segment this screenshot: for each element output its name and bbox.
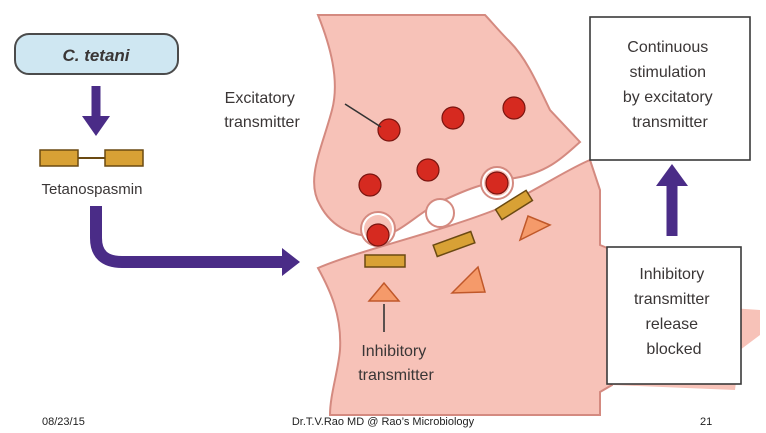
- footer-date: 08/23/15: [42, 416, 85, 428]
- excitatory-vesicles: [358, 96, 526, 247]
- c-tetani-box: [14, 33, 179, 75]
- inhibitory-transmitter-triangles: [367, 215, 552, 302]
- c-tetani-label: C. tetani: [62, 46, 130, 65]
- footer-page-number: 21: [700, 416, 713, 428]
- blocked-box-text: Inhibitory transmitter release blocked: [634, 266, 714, 358]
- tetanospasmin-label: Tetanospasmin: [42, 181, 143, 198]
- toxin-path-arrowhead: [282, 248, 300, 276]
- inhibitory-transmitter-label: Inhibitory transmitter: [358, 343, 434, 384]
- blocked-box: [606, 246, 742, 385]
- up-arrow-head: [656, 164, 688, 186]
- excitatory-pointer: [344, 103, 382, 128]
- excitatory-transmitter-label: Excitatory transmitter: [224, 90, 300, 131]
- down-arrow-head: [82, 116, 110, 136]
- membrane-pocket: [425, 198, 455, 228]
- toxin-symbol: [39, 149, 144, 167]
- result-box-text: Continuous stimulation by excitatory tra…: [623, 39, 717, 131]
- postsynaptic-receptors: [364, 189, 534, 268]
- result-box: [589, 16, 751, 161]
- toxin-path-arrow: [90, 206, 282, 268]
- footer-credit: Dr.T.V.Rao MD @ Rao’s Microbiology: [291, 416, 475, 428]
